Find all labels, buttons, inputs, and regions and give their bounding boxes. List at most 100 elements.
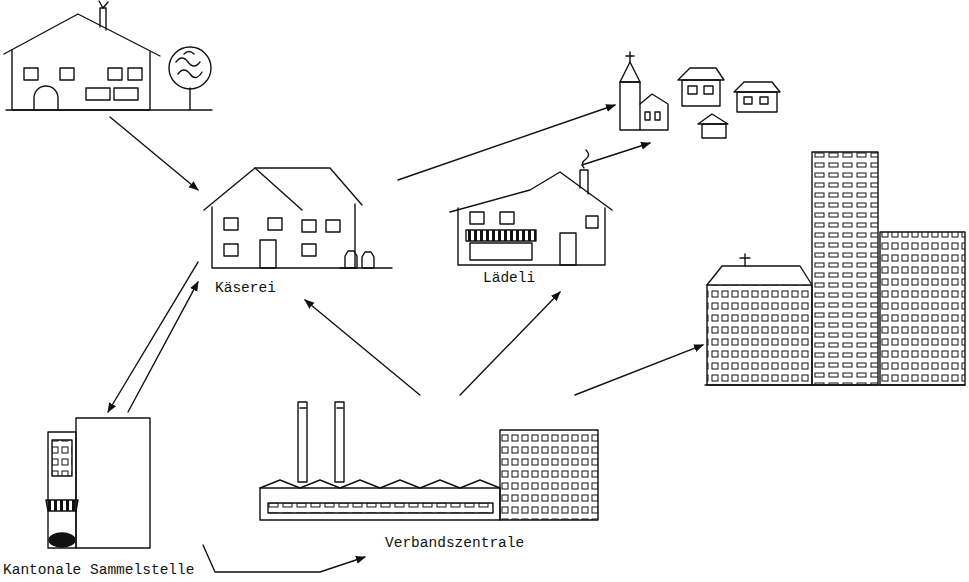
ground [340,267,392,268]
house [682,80,720,106]
chimney [335,402,344,482]
window [326,220,340,232]
office-block [500,430,598,520]
shop-building [450,150,612,265]
building-label: Kantonale Sammelstelle [3,562,194,578]
dairy-node: Käserei [198,160,398,300]
high-rise [812,152,878,385]
collection-building [46,418,150,548]
flow-arrow [575,345,703,395]
window [60,68,74,80]
window-strip [268,503,493,513]
chimney [298,402,307,482]
ground [6,109,212,110]
window [655,112,660,120]
window [744,97,752,104]
roof [255,168,362,205]
village [620,52,780,138]
church-cross [626,52,634,62]
wall [12,50,150,110]
city [705,152,965,385]
flow-arrow [128,282,198,412]
window [24,68,38,80]
window [500,212,514,224]
windows [52,440,72,476]
house [737,92,777,112]
flow-arrow [305,300,420,395]
roof [204,168,302,210]
roof [734,82,780,92]
window [108,68,122,80]
flow-arrow [108,262,198,412]
shop-node: Lädeli [448,165,613,292]
farmhouse [4,1,212,110]
front-block [48,432,76,548]
wall [458,208,605,265]
sawtooth-roof [260,480,500,488]
village-node [615,48,815,143]
chimney [580,170,588,194]
vehicle [49,533,75,547]
roof [4,14,160,56]
awning [46,500,78,511]
flow-arrow [460,292,560,395]
chimney [100,8,106,30]
roof [707,266,812,285]
window [114,88,138,100]
door [34,86,58,110]
shop-window [470,243,532,260]
city-node [703,150,965,386]
building-label: Lädeli [483,270,535,286]
tree-scribble [176,52,202,78]
tree-trunk [189,88,190,110]
church-tower [620,82,640,130]
ground [705,384,965,385]
dairy-building [204,168,392,268]
milk-can [362,252,374,268]
window [760,97,768,104]
factory [260,402,598,520]
window [224,218,238,230]
collection-node: Kantonale Sammelstelle [3,412,203,580]
window [302,244,316,256]
window [586,216,598,228]
building-label: Käserei [215,280,276,296]
roof [678,68,724,80]
cross [740,254,750,266]
flow-arrow [398,105,615,180]
roof [698,114,728,124]
house [702,124,726,138]
flow-arrow [582,143,650,165]
window [704,86,713,94]
antenna [99,1,108,8]
building-label: Verbandszentrale [385,535,524,551]
tree-crown [169,47,211,89]
awning [466,230,536,241]
farm-node [5,5,215,117]
window [470,212,484,224]
church-nave [640,94,668,130]
flow-arrow [203,545,365,572]
headquarters-node: Verbandszentrale [255,395,605,557]
chimney-band [300,407,343,408]
wall [212,204,355,268]
window [224,244,238,256]
apartment-block [880,232,965,385]
church-spire [620,62,640,82]
town-building [707,285,812,385]
hall [260,488,500,520]
window [688,86,697,94]
flow-arrow [110,117,198,190]
window [645,112,650,120]
milk-can [345,251,357,268]
window [86,88,110,100]
window [268,218,282,230]
block [76,418,150,548]
window [302,220,316,232]
door [560,233,576,265]
door [260,240,276,268]
window [128,68,142,80]
